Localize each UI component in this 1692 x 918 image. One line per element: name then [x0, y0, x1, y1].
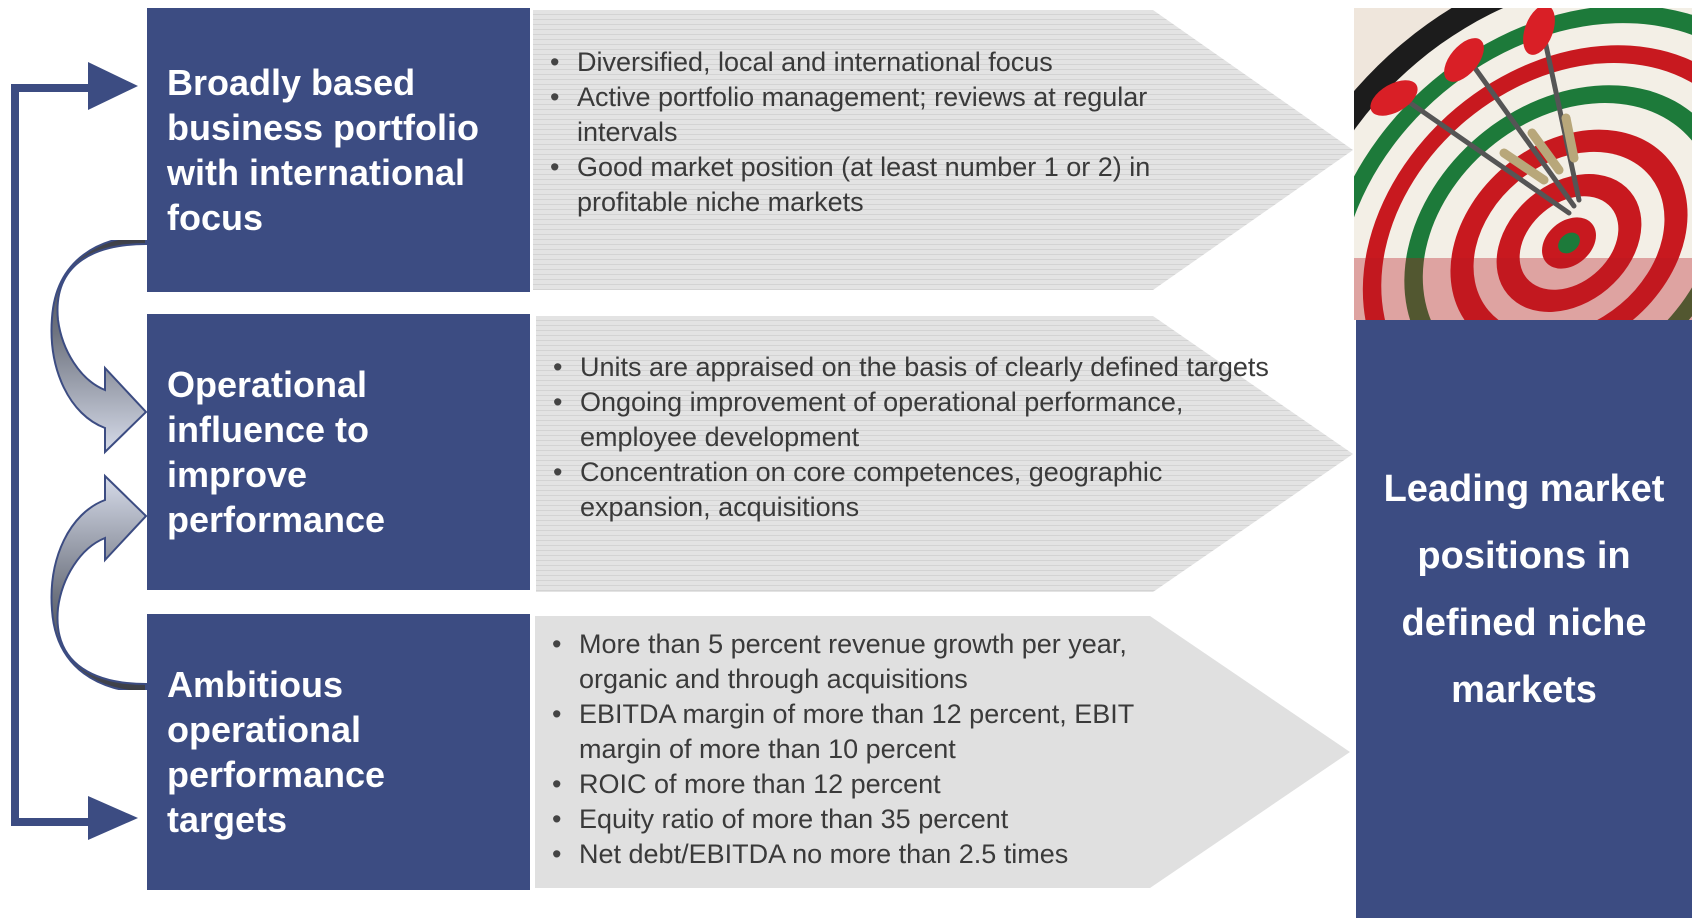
goal-text: Leading market positions in defined nich… — [1383, 468, 1665, 711]
list-item: Good market position (at least number 1 … — [546, 150, 1226, 220]
feedback-loop-arrow — [11, 62, 138, 840]
bullet-list-targets: More than 5 percent revenue growth per y… — [548, 627, 1208, 872]
list-item: Concentration on core competences, geogr… — [549, 455, 1269, 525]
pillar-targets: Ambitious operational performance target… — [147, 614, 530, 890]
pillar-targets-title: Ambitious operational performance target… — [167, 664, 386, 840]
list-item: Ongoing improvement of operational perfo… — [549, 385, 1269, 455]
list-item: Units are appraised on the basis of clea… — [549, 350, 1269, 385]
list-item: More than 5 percent revenue growth per y… — [548, 627, 1208, 697]
curved-connector-arrows — [50, 240, 148, 690]
pillar-operational-influence: Operational influence to improve perform… — [147, 314, 530, 590]
dartboard-target-icon — [1354, 8, 1692, 320]
list-item: Active portfolio management; reviews at … — [546, 80, 1226, 150]
pillar-portfolio-title: Broadly based business portfolio with in… — [167, 62, 480, 238]
list-item: Diversified, local and international foc… — [546, 45, 1226, 80]
list-item: Equity ratio of more than 35 percent — [548, 802, 1208, 837]
bullet-list-operational: Units are appraised on the basis of clea… — [549, 350, 1269, 525]
pillar-operational-influence-title: Operational influence to improve perform… — [167, 364, 386, 540]
pillar-portfolio: Broadly based business portfolio with in… — [147, 8, 530, 292]
bullet-list-portfolio: Diversified, local and international foc… — [546, 45, 1226, 220]
goal-box: Leading market positions in defined nich… — [1356, 320, 1692, 918]
list-item: EBITDA margin of more than 12 percent, E… — [548, 697, 1208, 767]
list-item: ROIC of more than 12 percent — [548, 767, 1208, 802]
list-item: Net debt/EBITDA no more than 2.5 times — [548, 837, 1208, 872]
